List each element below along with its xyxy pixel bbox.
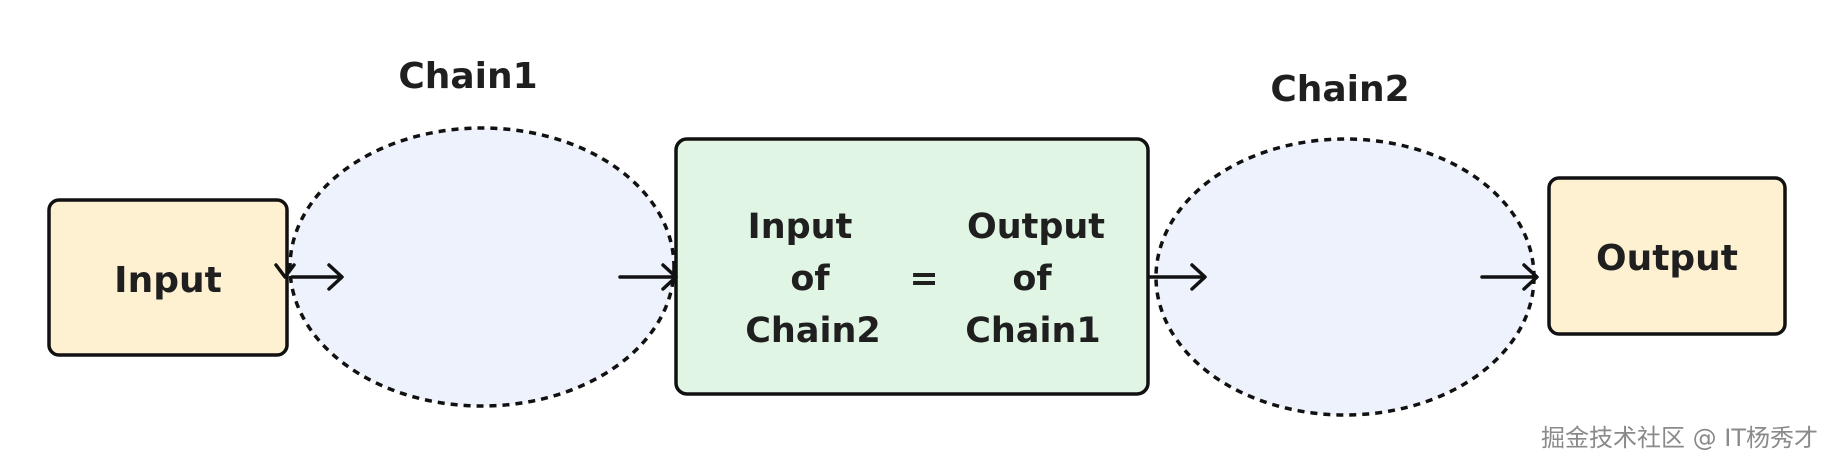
arrow-chain2-to-output <box>1480 263 1539 291</box>
chain1-ellipse <box>288 126 676 408</box>
middle-right-line-1: Output <box>967 207 1105 247</box>
chain2-ellipse <box>1154 137 1536 417</box>
middle-left-text: Input of Chain2 <box>745 207 881 351</box>
middle-left-line-1: Input <box>748 207 853 247</box>
watermark-text: 掘金技术社区 @ IT杨秀才 <box>1541 424 1818 452</box>
equals-sign: = <box>909 259 938 299</box>
arrow-chain1-to-middle <box>618 263 678 291</box>
output-label: Output <box>1596 238 1738 279</box>
chain1-label: Chain1 <box>398 56 537 97</box>
middle-left-line-2: of <box>790 259 830 299</box>
middle-right-text: Output of Chain1 <box>965 207 1105 351</box>
middle-right-line-2: of <box>1012 259 1052 299</box>
middle-left-line-3: Chain2 <box>745 311 881 351</box>
middle-right-line-3: Chain1 <box>965 311 1101 351</box>
input-label: Input <box>114 260 222 301</box>
arrow-middle-to-chain2 <box>1148 263 1207 291</box>
output-box <box>1547 176 1787 336</box>
chain2-label: Chain2 <box>1270 69 1409 110</box>
input-box <box>47 198 289 357</box>
arrow-input-to-chain1 <box>274 263 344 291</box>
equivalence-box <box>674 137 1150 396</box>
